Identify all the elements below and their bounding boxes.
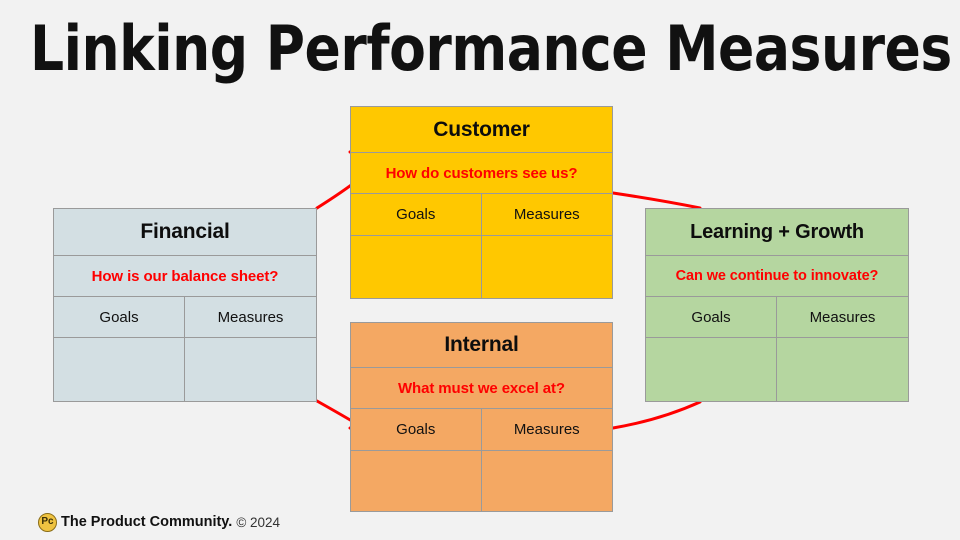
card-internal-title: Internal: [351, 323, 612, 368]
card-learning-growth-title: Learning + Growth: [646, 209, 908, 256]
card-internal-column-headers: Goals Measures: [351, 409, 612, 451]
footer-brand-name: The Product Community.: [61, 514, 233, 530]
card-learning-growth-measures-value[interactable]: [777, 338, 908, 401]
card-customer-column-headers: Goals Measures: [351, 194, 612, 236]
page-title: Linking Performance Measures: [30, 12, 952, 85]
card-customer-question: How do customers see us?: [351, 153, 612, 194]
card-internal-goals-value[interactable]: [351, 451, 482, 511]
card-customer-title: Customer: [351, 107, 612, 153]
card-learning-growth-measures-label: Measures: [809, 308, 876, 326]
connector-internal-to-learning: [611, 400, 702, 430]
card-financial-title: Financial: [54, 209, 316, 256]
footer-copyright: © 2024: [236, 514, 281, 530]
card-internal-measures-value[interactable]: [482, 451, 613, 511]
card-internal-goals-label: Goals: [351, 409, 482, 450]
card-financial-question: How is our balance sheet?: [54, 256, 316, 297]
connector-customer-to-learning: [611, 191, 702, 210]
card-learning-growth-entry-row: [646, 338, 908, 401]
card-customer-measures-label: Measures: [513, 206, 580, 223]
card-learning-growth[interactable]: Learning + Growth Can we continue to inn…: [645, 208, 909, 402]
card-financial-goals-value[interactable]: [54, 338, 185, 401]
card-financial-goals-label: Goals: [54, 297, 185, 337]
footer-attribution: Pc The Product Community. © 2024: [38, 511, 280, 533]
card-internal-measures-label: Measures: [513, 421, 580, 438]
card-customer-goals-value[interactable]: [351, 236, 482, 298]
card-financial[interactable]: Financial How is our balance sheet? Goal…: [53, 208, 317, 402]
card-learning-growth-goals-label: Goals: [646, 297, 777, 337]
card-customer-measures-value[interactable]: [482, 236, 613, 298]
card-customer-entry-row: [351, 236, 612, 298]
card-internal[interactable]: Internal What must we excel at? Goals Me…: [350, 322, 613, 512]
card-customer-goals-label: Goals: [351, 194, 482, 235]
card-financial-column-headers: Goals Measures: [54, 297, 316, 338]
product-community-logo-icon: Pc: [38, 512, 57, 532]
card-learning-growth-goals-value[interactable]: [646, 338, 777, 401]
card-internal-entry-row: [351, 451, 612, 511]
card-financial-measures-label: Measures: [217, 308, 284, 326]
card-learning-growth-question: Can we continue to innovate?: [646, 256, 908, 297]
card-learning-growth-column-headers: Goals Measures: [646, 297, 908, 338]
card-customer[interactable]: Customer How do customers see us? Goals …: [350, 106, 613, 299]
card-financial-entry-row: [54, 338, 316, 401]
card-financial-measures-value[interactable]: [185, 338, 316, 401]
card-internal-question: What must we excel at?: [351, 368, 612, 409]
